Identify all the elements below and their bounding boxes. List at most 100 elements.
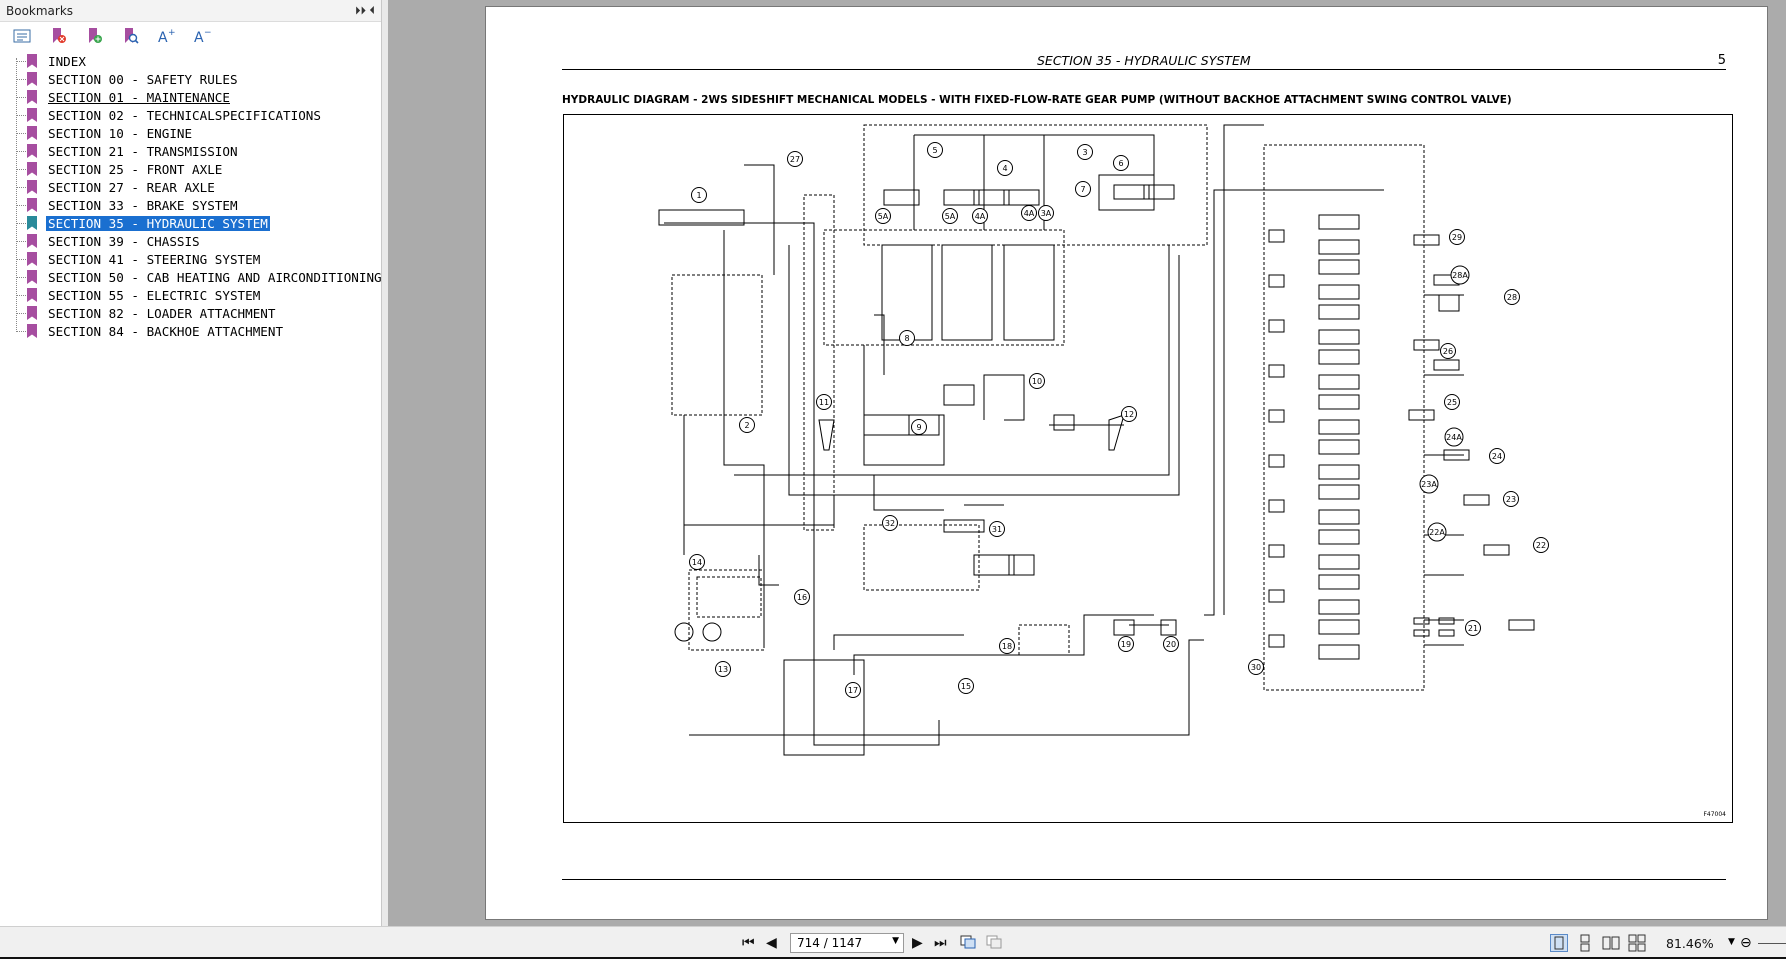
spool-valve <box>1113 184 1150 200</box>
callout-circle <box>1163 636 1179 652</box>
bookmark-item[interactable]: SECTION 41 - STEERING SYSTEM <box>0 250 381 268</box>
bookmark-icon <box>27 54 37 68</box>
bookmark-item[interactable]: SECTION 33 - BRAKE SYSTEM <box>0 196 381 214</box>
valve-6 <box>1098 174 1155 211</box>
bookmark-label: SECTION 25 - FRONT AXLE <box>48 161 223 177</box>
bookmark-item[interactable]: SECTION 27 - REAR AXLE <box>0 178 381 196</box>
callout-label: 24 <box>1492 452 1502 461</box>
continuous-icon[interactable] <box>1576 934 1594 952</box>
callout-circle <box>1118 636 1134 652</box>
bookmark-icon <box>27 72 37 86</box>
schematic-line <box>833 634 964 650</box>
two-page-icon[interactable] <box>1602 934 1620 952</box>
callout-label: 9 <box>916 423 921 432</box>
bookmark-item[interactable]: SECTION 84 - BACKHOE ATTACHMENT <box>0 322 381 340</box>
last-page-icon[interactable]: ⏭ <box>934 935 947 951</box>
schematic-line <box>689 639 1204 736</box>
page-footer-rule <box>562 879 1726 880</box>
dashed-line <box>803 194 835 531</box>
valve-20 <box>1160 619 1177 636</box>
callout-label: 28A <box>1452 271 1468 280</box>
bookmark-item[interactable]: SECTION 10 - ENGINE <box>0 124 381 142</box>
filter-outline <box>1018 624 1070 656</box>
bookmark-item[interactable]: SECTION 39 - CHASSIS <box>0 232 381 250</box>
valve-section-spool <box>1318 509 1360 525</box>
add-bookmark-icon[interactable] <box>84 26 104 46</box>
callout-circle <box>787 151 803 167</box>
callout-label: 7 <box>1080 185 1085 194</box>
fit-page-icon[interactable] <box>960 935 976 953</box>
svg-text:A: A <box>158 30 168 45</box>
tree-connector <box>16 97 26 98</box>
two-page-continuous-icon[interactable] <box>1628 934 1646 952</box>
find-bookmark-icon[interactable] <box>120 26 140 46</box>
valve-section-spool <box>1318 374 1360 390</box>
callout-circle <box>689 554 705 570</box>
valve-21-element <box>1413 629 1430 637</box>
diagram-title: HYDRAULIC DIAGRAM - 2WS SIDESHIFT MECHAN… <box>562 94 1512 106</box>
callout-circle <box>927 142 943 158</box>
callout-circle <box>1465 620 1481 636</box>
bookmark-item[interactable]: SECTION 55 - ELECTRIC SYSTEM <box>0 286 381 304</box>
spool-valve <box>943 189 980 206</box>
bookmark-item[interactable]: SECTION 35 - HYDRAULIC SYSTEM <box>0 214 381 232</box>
bookmark-item[interactable]: SECTION 50 - CAB HEATING AND AIRCONDITIO… <box>0 268 382 286</box>
schematic-line <box>788 245 1180 496</box>
callout-label: 8 <box>904 334 909 343</box>
valve-section-spool <box>1318 619 1360 635</box>
zoom-out-icon[interactable]: ⊖ <box>1740 935 1752 951</box>
callout-circle <box>1113 155 1129 171</box>
document-viewport[interactable]: SECTION 35 - HYDRAULIC SYSTEM 5 HYDRAULI… <box>388 0 1786 926</box>
valve-section-spool <box>1318 464 1360 480</box>
enlarge-text-icon[interactable]: A+ <box>156 26 176 46</box>
first-page-icon[interactable]: ⏮ <box>742 935 755 951</box>
callout-circle <box>1021 205 1037 221</box>
panel-collapse-controls[interactable]: ⏵⏵ ⏴ <box>355 3 375 17</box>
page-header: SECTION 35 - HYDRAULIC SYSTEM 5 <box>562 48 1726 70</box>
bookmark-item[interactable]: INDEX <box>0 52 381 70</box>
control-valve-8 <box>941 244 993 341</box>
bookmark-item[interactable]: SECTION 25 - FRONT AXLE <box>0 160 381 178</box>
panel-splitter[interactable] <box>382 0 388 926</box>
bookmark-label: SECTION 82 - LOADER ATTACHMENT <box>48 305 276 321</box>
callout-label: 16 <box>797 593 807 602</box>
callout-circle <box>1444 394 1460 410</box>
zoom-slider[interactable] <box>1758 943 1786 944</box>
next-page-icon[interactable]: ▶ <box>912 935 923 951</box>
tank-outline <box>783 659 865 756</box>
prev-page-icon[interactable]: ◀ <box>766 935 777 951</box>
reduce-text-icon[interactable]: A− <box>192 26 212 46</box>
bookmark-label: SECTION 50 - CAB HEATING AND AIRCONDITIO… <box>48 269 382 285</box>
valve-section-spool <box>1318 599 1360 615</box>
list-options-icon[interactable] <box>12 26 32 46</box>
tree-connector <box>16 169 26 170</box>
callout-circle <box>1419 474 1439 494</box>
callout-circle <box>816 394 832 410</box>
zoom-dropdown-icon[interactable]: ▼ <box>1728 937 1735 947</box>
callout-circle <box>989 521 1005 537</box>
relief-valve <box>1268 454 1285 468</box>
bookmark-icon <box>27 270 37 284</box>
bookmark-label: SECTION 84 - BACKHOE ATTACHMENT <box>48 323 284 339</box>
tree-connector <box>16 277 26 278</box>
bookmark-item[interactable]: SECTION 02 - TECHNICALSPECIFICATIONS <box>0 106 381 124</box>
chevron-down-icon[interactable]: ▼ <box>892 936 899 946</box>
pump-block-outline <box>688 569 765 651</box>
callout-label: 23A <box>1421 480 1437 489</box>
bookmark-item[interactable]: SECTION 00 - SAFETY RULES <box>0 70 381 88</box>
zoom-level[interactable]: 81.46% <box>1666 936 1714 951</box>
bookmark-item[interactable]: SECTION 21 - TRANSMISSION <box>0 142 381 160</box>
page-number-input[interactable]: 714 / 1147 ▼ <box>790 933 904 953</box>
bookmark-item[interactable]: SECTION 01 - MAINTENANCE <box>0 88 381 106</box>
callout-circle <box>899 330 915 346</box>
bookmarks-toolbar: A+ A− <box>0 22 381 50</box>
callout-label: 5 <box>932 146 937 155</box>
valve-21-element <box>1438 629 1455 637</box>
single-page-icon[interactable] <box>1550 934 1568 952</box>
valve-section-spool <box>1318 214 1360 230</box>
schematic-line <box>873 475 944 511</box>
fit-width-icon[interactable] <box>986 935 1002 953</box>
hydraulic-cylinder <box>1413 234 1440 246</box>
bookmark-item[interactable]: SECTION 82 - LOADER ATTACHMENT <box>0 304 381 322</box>
delete-bookmark-icon[interactable] <box>48 26 68 46</box>
